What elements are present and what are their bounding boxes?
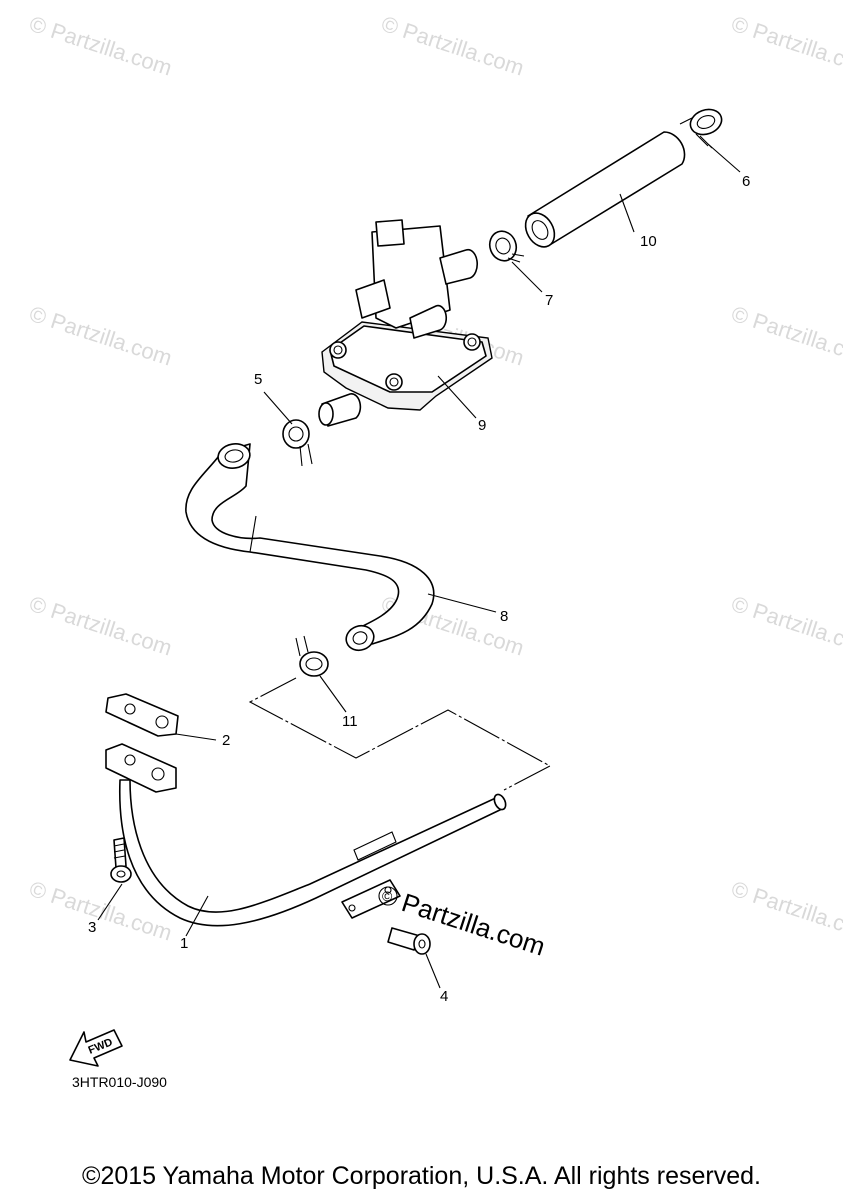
- callout-8: 8: [500, 608, 508, 625]
- callout-10: 10: [640, 233, 657, 250]
- callout-1: 1: [180, 935, 188, 952]
- watermark: © Partzilla.com: [378, 11, 527, 81]
- callout-9: 9: [478, 417, 486, 434]
- part-9-air-valve: [318, 219, 493, 427]
- watermark: © Partzilla.com: [728, 591, 843, 661]
- watermark: © Partzilla.com: [728, 301, 843, 371]
- watermark: © Partzilla.com: [728, 11, 843, 81]
- part-6-clamp: [679, 108, 723, 149]
- callout-4: 4: [440, 988, 448, 1005]
- part-3-bolt: [110, 837, 132, 883]
- callout-11: 11: [342, 713, 358, 730]
- part-2-gasket: [105, 693, 179, 737]
- watermark: © Partzilla.com: [26, 591, 175, 661]
- callout-2: 2: [222, 732, 230, 749]
- part-4-bolt: [387, 927, 431, 955]
- watermark: © Partzilla.com: [26, 11, 175, 81]
- callout-3: 3: [88, 919, 96, 936]
- watermark-layer: © Partzilla.com © Partzilla.com © Partzi…: [26, 11, 843, 946]
- callout-7: 7: [545, 292, 553, 309]
- part-7-clamp: [488, 230, 525, 263]
- callout-5: 5: [254, 371, 262, 388]
- part-8-hose: [185, 443, 435, 652]
- part-11-clamp: [295, 635, 329, 677]
- part-1-pipe: [105, 743, 507, 927]
- callout-6: 6: [742, 173, 750, 190]
- dashed-reference-line: [248, 677, 552, 791]
- diagram-code: 3HTR010-J090: [72, 1074, 167, 1090]
- copyright-symbol-icon: ©: [382, 888, 393, 904]
- callouts: 10 6 7 9 5 8 11 2 1 3 4: [88, 173, 750, 1005]
- part-5-clamp: [282, 419, 313, 467]
- leader-lines: [97, 143, 741, 989]
- watermark: © Partzilla.com: [728, 876, 843, 946]
- watermark: © Partzilla.com: [26, 301, 175, 371]
- partzilla-mark: © Partzilla.com: [378, 886, 549, 962]
- copyright-notice: ©2015 Yamaha Motor Corporation, U.S.A. A…: [82, 1162, 761, 1190]
- fwd-arrow-icon: FWD: [69, 1029, 123, 1067]
- part-10-hose: [524, 131, 686, 248]
